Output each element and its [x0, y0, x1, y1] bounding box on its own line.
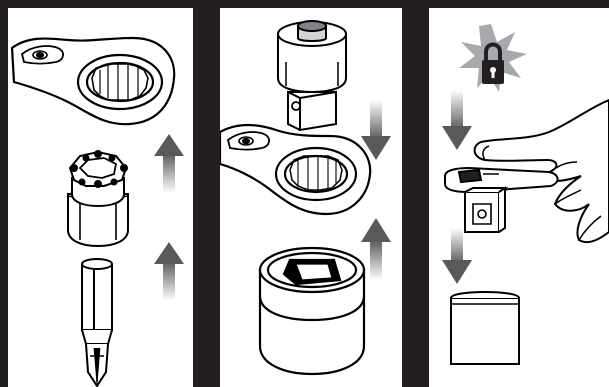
screwdriver-bit — [82, 259, 112, 386]
step-2-panel — [220, 8, 402, 387]
step-1-illustration — [8, 8, 193, 387]
ratcheting-wrench-head — [12, 38, 174, 124]
down-arrow-icon — [361, 100, 391, 160]
bit-adapter — [68, 151, 128, 246]
up-arrow-icon — [154, 134, 184, 193]
ratchet-release — [445, 168, 558, 232]
drive-adapter — [278, 21, 346, 130]
drive-square — [451, 292, 519, 364]
up-arrow-icon — [361, 218, 391, 280]
lock-icon — [459, 24, 527, 92]
step-2-illustration — [220, 8, 402, 387]
step-3-panel — [429, 8, 609, 387]
up-arrow-icon — [154, 242, 184, 301]
down-arrow-icon — [442, 228, 472, 284]
step-1-panel — [8, 8, 193, 387]
down-arrow-icon — [442, 90, 472, 150]
socket — [260, 248, 364, 374]
ratcheting-wrench-head — [220, 125, 370, 214]
step-3-illustration — [429, 8, 609, 387]
